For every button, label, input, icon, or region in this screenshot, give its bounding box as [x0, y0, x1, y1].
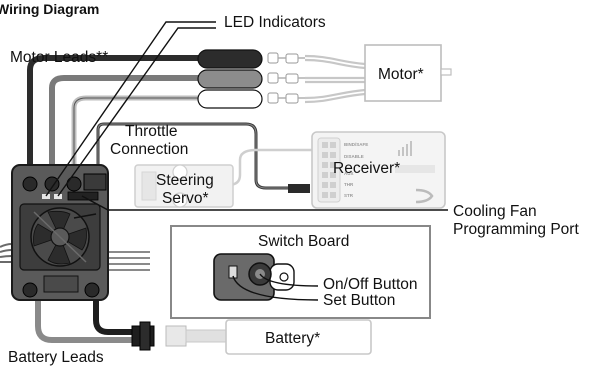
throttle-label-1: Throttle	[125, 123, 178, 140]
motor-label: Motor*	[378, 66, 424, 83]
receiver-logo-icon	[415, 188, 434, 204]
callout-lines	[45, 21, 448, 301]
battery-lead-black	[93, 300, 138, 335]
set-button-label: Set Button	[323, 292, 395, 309]
battery-leads-label: Battery Leads	[8, 349, 104, 366]
receiver-label: Receiver*	[333, 160, 400, 177]
receiver-aux-text: AUX	[344, 171, 354, 176]
motor-connectors	[197, 49, 305, 109]
motor: Motor*	[364, 44, 452, 102]
battery-label: Battery*	[265, 330, 320, 347]
receiver: BIND/SAFE DISABLE AUX THR STR Receiver*	[288, 131, 446, 209]
throttle-label-2: Connection	[110, 141, 188, 158]
led-indicators	[42, 194, 62, 199]
switch-board-label: Switch Board	[258, 233, 349, 250]
cooling-fan-icon	[19, 203, 101, 271]
diagram-title: Wiring Diagram	[0, 1, 99, 17]
receiver-disable-text: DISABLE	[344, 154, 364, 159]
led-indicators-label: LED Indicators	[224, 14, 326, 31]
cooling-fan-label: Cooling Fan	[453, 203, 537, 220]
steering-servo: Steering Servo*	[134, 164, 234, 208]
receiver-bind-text: BIND/SAFE	[344, 142, 368, 147]
motor-lead-1	[27, 55, 210, 175]
battery: Battery*	[131, 319, 372, 355]
switch-board	[213, 253, 295, 301]
receiver-str-text: STR	[344, 193, 354, 198]
switch-board-panel: Switch Board	[170, 225, 431, 319]
programming-port-label: Programming Port	[453, 221, 579, 238]
steering-label-1: Steering	[156, 172, 214, 189]
receiver-thr-text: THR	[344, 182, 354, 187]
motor-leads-label: Motor Leads**	[10, 49, 108, 66]
steering-label-2: Servo*	[162, 190, 209, 207]
motor-lead-2	[49, 75, 200, 175]
on-off-button-label: On/Off Button	[323, 276, 418, 293]
esc	[11, 164, 109, 301]
battery-lead-red	[35, 300, 138, 343]
